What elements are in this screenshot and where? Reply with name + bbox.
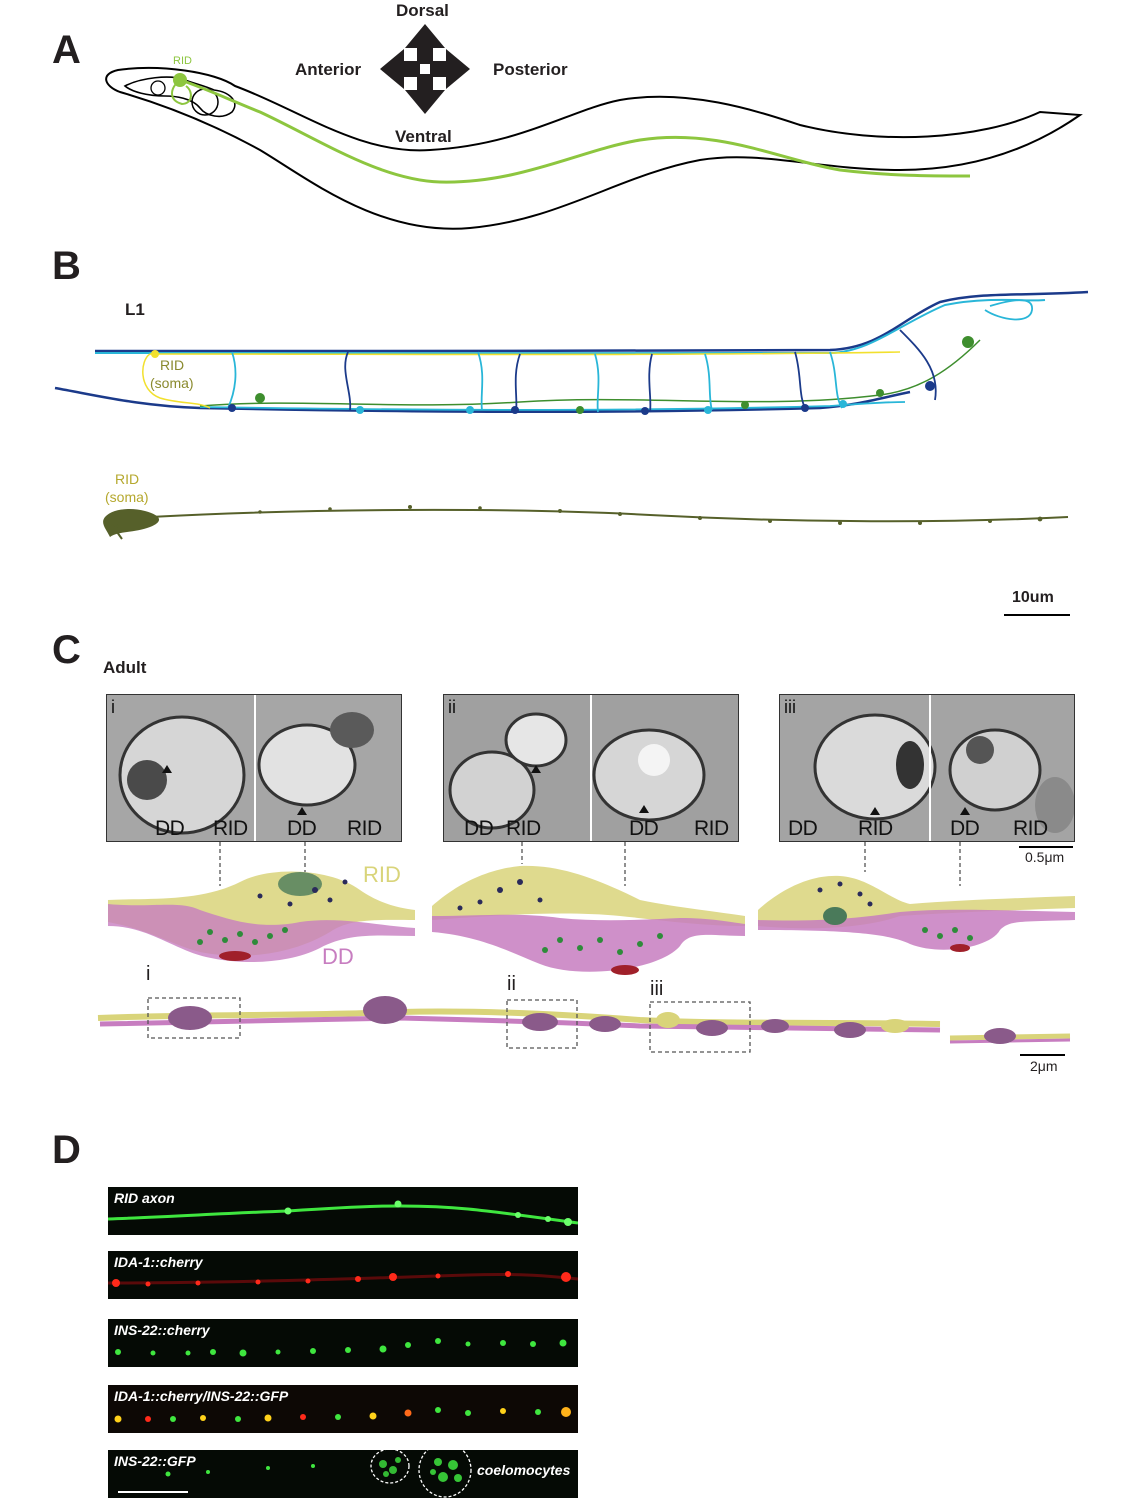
stage-adult-label: Adult (103, 658, 147, 677)
em-label-rid-5: RID (858, 817, 893, 840)
recon-rid-label: RID (363, 862, 401, 887)
recon-dd-label: DD (322, 944, 354, 969)
em-label-rid-3: RID (506, 817, 541, 840)
scale-bar-recon-label: 2μm (1030, 1058, 1058, 1074)
rid-label-a: RID (173, 55, 192, 67)
anterior-label: Anterior (295, 60, 362, 79)
stage-l1-label: L1 (125, 300, 145, 319)
box-label-ii: ii (507, 973, 516, 995)
box-label-iii: iii (650, 978, 664, 1000)
em-roman-ii: ii (448, 697, 456, 717)
strip-label-merge: IDA-1::cherry/INS-22::GFP (114, 1388, 289, 1404)
rid-soma-bottom-line1: RID (115, 471, 140, 487)
varicosity-reconstructions (108, 865, 1075, 975)
rid-soma-top-line1: RID (160, 357, 185, 373)
em-roman-i: i (111, 697, 115, 717)
em-label-dd-6: DD (950, 817, 980, 840)
strip-ida1-cherry: IDA-1::cherry (108, 1251, 578, 1299)
em-label-dd-1: DD (155, 817, 185, 840)
rid-soma-top-line2: (soma) (150, 375, 194, 391)
strip-rid-axon: RID axon (108, 1187, 578, 1235)
strip-merge: IDA-1::cherry/INS-22::GFP (108, 1385, 578, 1433)
strip-label-ida1-cherry: IDA-1::cherry (114, 1254, 203, 1270)
rid-soma-bottom-line2: (soma) (105, 489, 149, 505)
posterior-label: Posterior (493, 60, 568, 79)
scale-bar-em (1019, 846, 1073, 848)
l1-reconstruction (54, 290, 1089, 415)
panel-c-letter: C (52, 628, 81, 672)
em-label-rid-4: RID (694, 817, 729, 840)
em-label-dd-2: DD (287, 817, 317, 840)
em-label-rid-6: RID (1013, 817, 1048, 840)
em-inset-i: i DD RID DD RID (106, 694, 402, 842)
coelomocytes-label: coelomocytes (477, 1462, 571, 1478)
rid-axon-path (179, 78, 971, 184)
strip-label-ins22-gfp: INS-22::GFP (114, 1453, 196, 1469)
rid-soma-dot (173, 73, 187, 87)
em-label-dd-3: DD (464, 817, 494, 840)
em-inset-ii: ii DD RID DD RID (443, 694, 739, 842)
panel-a-letter: A (52, 28, 81, 72)
panel-b-letter: B (52, 244, 81, 288)
worm-schematic (105, 24, 1083, 230)
panel-d-letter: D (52, 1128, 81, 1172)
em-roman-iii: iii (784, 697, 796, 717)
adult-axon-reconstruction (97, 996, 1071, 1053)
strip-ins22-gfp: INS-22::GFP coelomocytes (108, 1450, 578, 1498)
worm-body-outline (105, 67, 1083, 230)
em-label-rid-2: RID (347, 817, 382, 840)
strip-label-ins22-cherry: INS-22::cherry (114, 1322, 210, 1338)
rid-isolated-reconstruction (103, 505, 1069, 540)
em-label-dd-5: DD (788, 817, 818, 840)
scale-bar-b (1004, 614, 1070, 616)
strip-label-rid-axon: RID axon (114, 1190, 175, 1206)
em-inset-iii: iii DD RID DD RID (779, 694, 1075, 842)
compass-arrows-icon (380, 24, 470, 114)
em-label-rid-1: RID (213, 817, 248, 840)
scale-bar-recon (1020, 1054, 1065, 1056)
scale-bar-b-label: 10um (1012, 589, 1054, 606)
ventral-label: Ventral (395, 127, 452, 146)
scale-bar-em-label: 0.5μm (1025, 849, 1065, 865)
box-label-i: i (146, 963, 151, 985)
em-label-dd-4: DD (629, 817, 659, 840)
dorsal-label: Dorsal (396, 1, 449, 20)
strip-ins22-cherry: INS-22::cherry (108, 1319, 578, 1367)
inset-connectors (219, 842, 961, 886)
